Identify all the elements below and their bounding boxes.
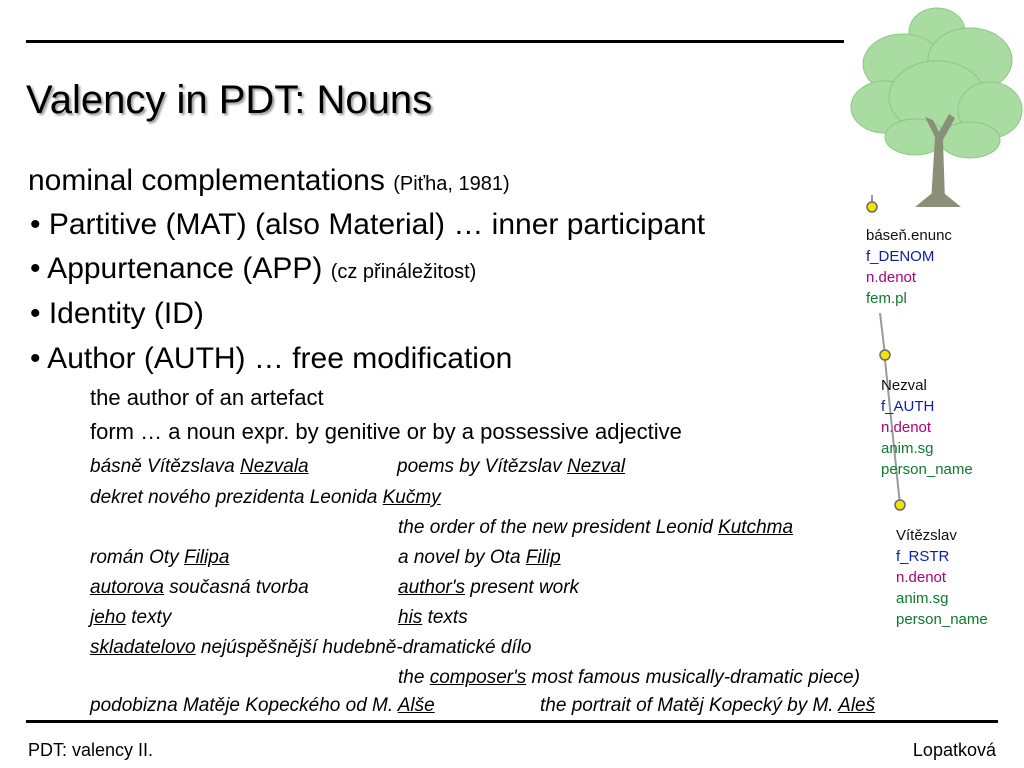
node1-lemma: báseň.enunc — [866, 227, 952, 244]
node3-type: n.denot — [896, 569, 947, 586]
intro-citation: (Piťha, 1981) — [393, 173, 510, 195]
footer-right: Lopatková — [912, 740, 996, 760]
example-7-cz: podobizna Matěje Kopeckého od M. Alše — [90, 695, 435, 716]
bullet-appurtenance-note: (cz přináležitost) — [330, 261, 477, 283]
slide-title: Valency in PDT: Nouns — [26, 78, 433, 122]
bullet-author: • Author (AUTH) … free modification — [30, 342, 513, 375]
bottom-rule — [26, 720, 998, 723]
example-5-en: his texts — [398, 607, 468, 628]
tree-icon — [850, 7, 1023, 207]
example-6-en: the composer's most famous musically-dra… — [398, 667, 860, 688]
author-detail-2: form … a noun expr. by genitive or by a … — [90, 419, 682, 444]
node3-sem: person_name — [896, 611, 988, 628]
node2-gram: anim.sg — [881, 440, 934, 457]
example-3-en: a novel by Ota Filip — [398, 547, 561, 568]
node-dot-2 — [879, 349, 891, 361]
node2-type: n.denot — [881, 419, 932, 436]
bullet-identity: • Identity (ID) — [30, 297, 204, 330]
example-6-cz: skladatelovo nejúspěšnější hudebně-drama… — [90, 637, 532, 658]
dependency-edges — [866, 195, 906, 511]
node2-sem: person_name — [881, 461, 973, 478]
node-dot-1 — [866, 201, 878, 213]
example-1-en: poems by Vítězslav Nezval — [397, 456, 626, 477]
author-detail-1: the author of an artefact — [90, 385, 324, 410]
dependency-diagram: báseň.enunc f_DENOM n.denot fem.pl Nezva… — [860, 195, 1020, 635]
example-1-cz: básně Vítězslava Nezvala — [90, 456, 309, 477]
example-2-en: the order of the new president Leonid Ku… — [398, 517, 794, 538]
node2-functor: f_AUTH — [881, 398, 935, 415]
node1-type: n.denot — [866, 269, 917, 286]
node1-functor: f_DENOM — [866, 248, 935, 265]
node3-lemma: Vítězslav — [896, 527, 957, 544]
example-4-cz: autorova současná tvorba — [90, 577, 309, 598]
example-2-cz: dekret nového prezidenta Leonida Kučmy — [90, 487, 441, 508]
bullet-appurtenance: • Appurtenance (APP) (cz přináležitost) — [30, 252, 477, 285]
node-dot-3 — [894, 499, 906, 511]
node3-functor: f_RSTR — [896, 548, 950, 565]
node3-gram: anim.sg — [896, 590, 949, 607]
bullet-partitive: • Partitive (MAT) (also Material) … inne… — [30, 208, 706, 241]
node2-lemma: Nezval — [881, 377, 927, 394]
node1-gram: fem.pl — [866, 290, 907, 307]
footer-left: PDT: valency II. — [28, 740, 154, 760]
example-5-cz: jeho texty — [90, 607, 172, 628]
intro-line: nominal complementations (Piťha, 1981) — [28, 164, 510, 197]
example-7-en: the portrait of Matěj Kopecký by M. Aleš — [540, 695, 876, 716]
example-3-cz: román Oty Filipa — [90, 547, 230, 568]
example-4-en: author's present work — [398, 577, 580, 598]
top-rule — [26, 40, 844, 43]
